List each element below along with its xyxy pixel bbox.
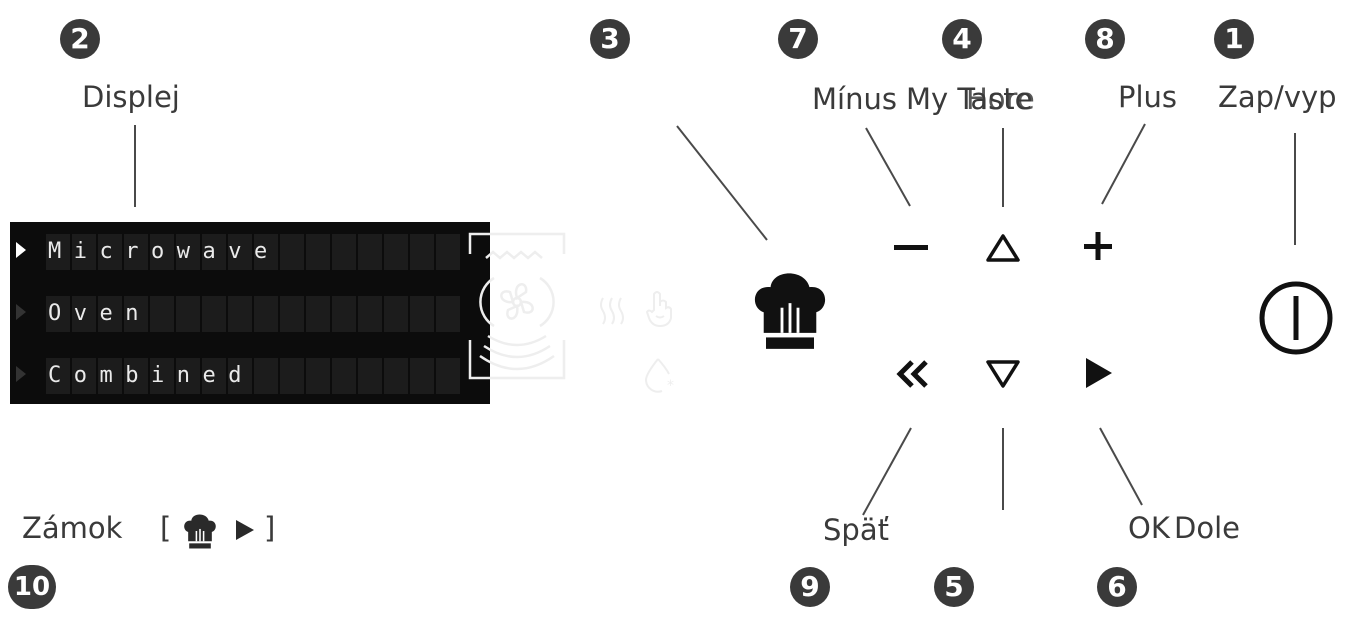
cell-grid bbox=[46, 358, 460, 394]
power-icon bbox=[1259, 281, 1333, 355]
back-double-chevron-icon bbox=[896, 360, 928, 388]
mode-row-microwave[interactable]: Microwave bbox=[10, 230, 460, 270]
cell-grid bbox=[46, 296, 460, 332]
selected-arrow-icon bbox=[16, 242, 26, 258]
oven-fan-icon bbox=[468, 232, 566, 380]
spat-line bbox=[862, 427, 912, 516]
up-button[interactable] bbox=[985, 232, 1021, 264]
plus-line bbox=[1101, 123, 1146, 205]
grill-heat-icon bbox=[600, 297, 624, 325]
mytaste-chef-hat-button[interactable] bbox=[750, 262, 830, 358]
label-zapvyp: Zap/vyp bbox=[1218, 80, 1337, 114]
minus-icon bbox=[894, 245, 928, 250]
badge-displej: 2 bbox=[60, 19, 100, 59]
mode-label: Combined bbox=[48, 363, 254, 388]
svg-text:*: * bbox=[667, 378, 674, 394]
mode-label: Microwave bbox=[48, 239, 280, 264]
badge-zamok: 10 bbox=[8, 565, 56, 609]
minus-button[interactable] bbox=[892, 232, 932, 262]
zamok-bracket-close: ] bbox=[264, 511, 276, 545]
mode-label: Oven bbox=[48, 301, 151, 326]
label-minus: Mínus bbox=[812, 82, 897, 116]
unselected-arrow-icon bbox=[16, 304, 26, 320]
mode-row-combined[interactable]: Combined bbox=[10, 354, 460, 394]
cell-grid bbox=[46, 234, 460, 270]
zamok-bracket-open: [ bbox=[160, 511, 172, 545]
label-mytaste: My Taste bbox=[906, 82, 1033, 116]
up-triangle-icon bbox=[986, 234, 1020, 262]
unselected-arrow-icon bbox=[16, 366, 26, 382]
minus-line bbox=[865, 127, 911, 207]
label-hore: Hore bbox=[966, 82, 1035, 116]
mode-row-oven[interactable]: Oven bbox=[10, 292, 460, 332]
ok-line bbox=[1099, 427, 1143, 506]
label-dole: Dole bbox=[1174, 511, 1240, 545]
badge-minus: 7 bbox=[778, 19, 818, 59]
badge-zapvyp: 1 bbox=[1214, 19, 1254, 59]
touch-hand-icon bbox=[645, 291, 672, 328]
label-plus: Plus bbox=[1118, 80, 1178, 114]
down-button[interactable] bbox=[985, 358, 1021, 390]
badge-hore: 4 bbox=[942, 19, 982, 59]
play-right-icon bbox=[236, 520, 254, 540]
badge-dole: 5 bbox=[934, 567, 974, 607]
label-spat: Späť bbox=[823, 513, 889, 547]
badge-ok: 6 bbox=[1097, 567, 1137, 607]
plus-icon bbox=[1084, 232, 1112, 260]
chef-hat-icon bbox=[184, 514, 216, 549]
label-ok: OK bbox=[1128, 511, 1170, 545]
plus-button[interactable] bbox=[1080, 228, 1116, 264]
display-panel: Microwave Oven Combined bbox=[10, 222, 674, 404]
defrost-drop-icon: * bbox=[644, 358, 674, 394]
mytaste-line bbox=[676, 125, 768, 241]
badge-spat: 9 bbox=[790, 567, 830, 607]
label-zamok: Zámok bbox=[22, 511, 123, 545]
back-button[interactable] bbox=[892, 356, 934, 392]
badge-plus: 8 bbox=[1085, 19, 1125, 59]
badge-mytaste: 3 bbox=[590, 19, 630, 59]
down-triangle-icon bbox=[986, 360, 1020, 388]
ok-button[interactable] bbox=[1082, 354, 1116, 392]
play-right-icon bbox=[1086, 358, 1112, 388]
label-displej: Displej bbox=[82, 80, 180, 114]
power-button[interactable] bbox=[1256, 278, 1336, 358]
